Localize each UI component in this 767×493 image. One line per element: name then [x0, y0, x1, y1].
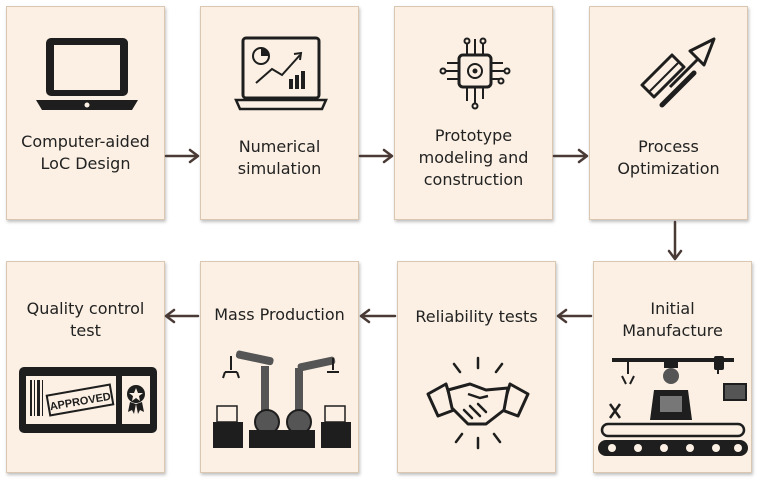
arrow-1-to-2 — [164, 148, 200, 164]
step-numerical-simulation: Numerical simulation — [200, 6, 359, 220]
chip-icon — [439, 37, 511, 110]
arrow-2-to-3 — [358, 148, 394, 164]
robot-arms-icon — [213, 350, 351, 448]
step-computer-aided-design: Computer-aided LoC Design — [6, 6, 165, 220]
arrow-4-to-5 — [667, 220, 683, 261]
step-label: Prototype modeling and construction — [418, 126, 529, 189]
step-label: Mass Production — [214, 305, 345, 324]
arrow-5-to-6 — [556, 308, 593, 324]
step-process-optimization: Process Optimization — [589, 6, 748, 220]
laptop-icon — [36, 38, 138, 110]
step-label: Numerical simulation — [237, 137, 322, 178]
step-label: Initial Manufacture — [622, 299, 723, 340]
step-initial-manufacture: Initial Manufacture — [593, 261, 752, 473]
step-prototype-modeling: Prototype modeling and construction — [394, 6, 553, 220]
handshake-icon — [426, 356, 530, 450]
step-label: Reliability tests — [415, 307, 538, 326]
step-quality-control: Quality control test APPROVED — [6, 261, 165, 473]
step-mass-production: Mass Production — [200, 261, 359, 473]
approved-ticket-icon: APPROVED — [19, 367, 157, 433]
step-reliability-tests: Reliability tests — [397, 261, 556, 473]
step-label: Quality control test — [26, 299, 145, 340]
factory-worker-icon — [598, 356, 748, 456]
laptop-chart-icon — [234, 36, 328, 111]
arrow-3-to-4 — [552, 148, 589, 164]
arrow-7-to-8 — [164, 308, 200, 324]
step-label: Process Optimization — [617, 137, 720, 178]
arrow-6-to-7 — [359, 308, 397, 324]
growth-arrow-icon — [640, 37, 716, 108]
step-label: Computer-aided LoC Design — [21, 132, 150, 173]
